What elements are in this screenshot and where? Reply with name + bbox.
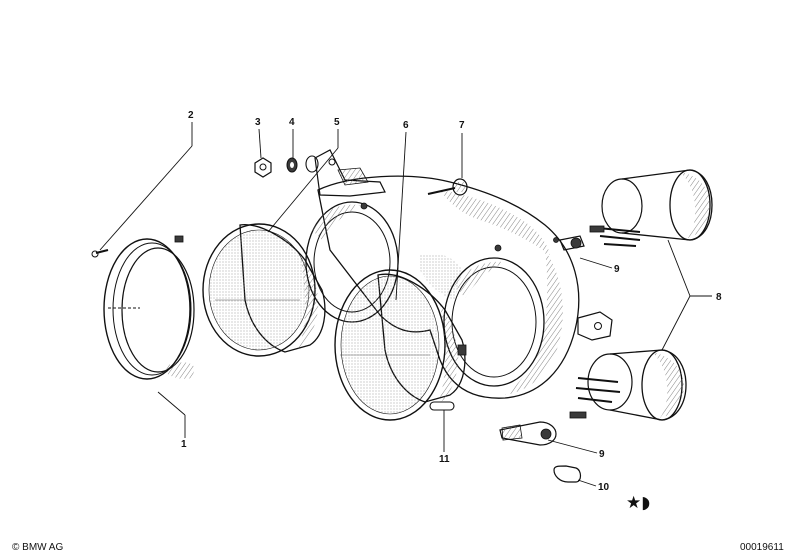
leader-8b [667,239,691,297]
leader-5b [267,147,339,233]
callout-10: 10 [598,482,610,493]
bulb-cap-10 [553,465,582,483]
star-symbol-icon: ★◗ [626,493,650,513]
callout-5: 5 [334,117,340,128]
leader-6 [395,131,407,301]
callout-4: 4 [289,117,295,128]
leader-lines [99,122,712,487]
leader-2b [99,145,193,251]
callout-7: 7 [459,120,465,131]
bulb-socket-lower [499,349,687,446]
bulb-socket-upper [559,169,713,251]
callout-1: 1 [181,439,187,450]
cap-11 [429,401,455,411]
leader-10 [577,479,597,487]
leader-8c [661,295,691,351]
hex-nut-3 [254,157,272,178]
callout-9-upper: 9 [614,264,620,275]
callout-8: 8 [716,292,722,303]
part-number-text: 00019611 [740,542,784,553]
sealed-beam-lamp-right [334,269,467,421]
leader-3 [258,128,262,159]
callout-9-lower: 9 [599,449,605,460]
callout-11: 11 [439,454,450,465]
leader-1 [157,391,186,416]
callout-6: 6 [403,120,409,131]
washer-4 [286,155,319,173]
sealed-beam-lamp-left [202,223,326,357]
callout-3: 3 [255,117,261,128]
trim-ring-1 [91,235,195,380]
callout-2: 2 [188,110,194,121]
callout-labels: 1 2 3 4 5 6 7 8 9 9 10 11 [181,110,722,493]
leader-9b [547,439,598,454]
leader-9a [579,257,613,269]
copyright-text: © BMW AG [12,542,63,553]
adjusting-screw-7 [427,178,468,196]
